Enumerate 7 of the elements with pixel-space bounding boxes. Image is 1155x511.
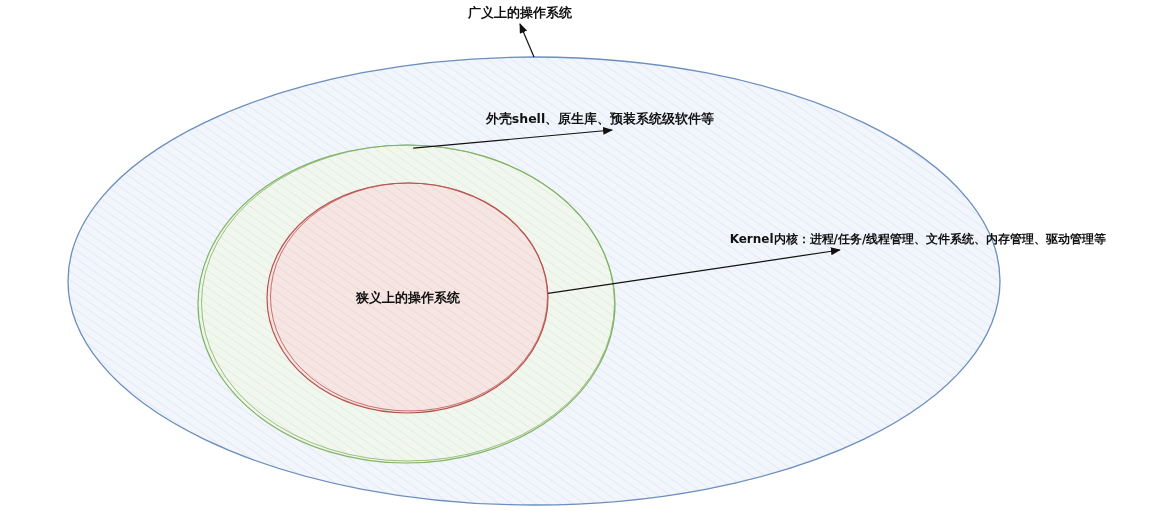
node-label: 广义上的操作系统 (468, 4, 572, 22)
node-label: Kernel内核：进程/任务/线程管理、文件系统、内存管理、驱动管理等 (729, 230, 1107, 248)
node-label: 外壳shell、原生库、预装系统级软件等 (485, 110, 715, 128)
arrow (547, 247, 841, 294)
arrow (412, 126, 614, 149)
node-label: 狭义上的操作系统 (355, 289, 460, 307)
arrow (519, 23, 535, 58)
